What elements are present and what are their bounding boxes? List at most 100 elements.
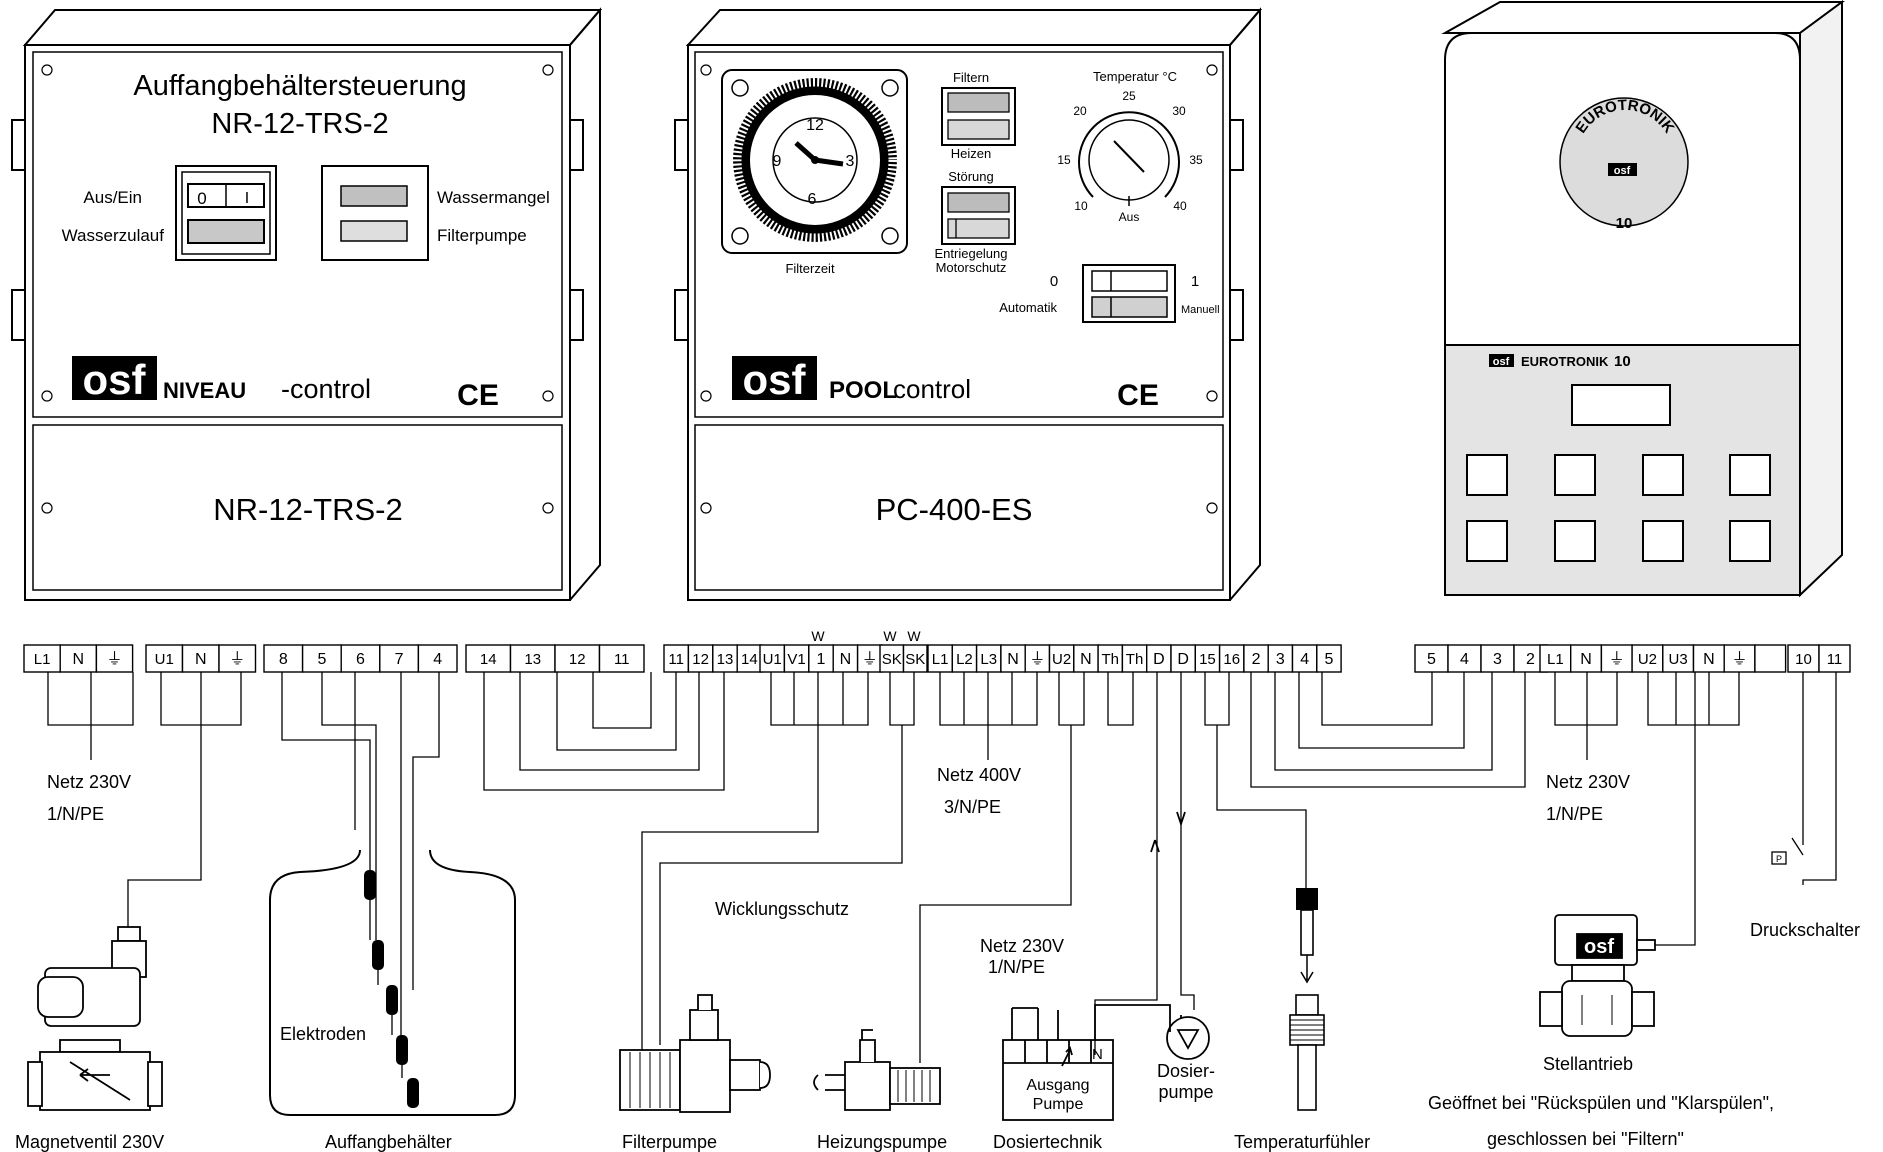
heizungspumpe xyxy=(813,1029,941,1111)
temp-tick-10: 10 xyxy=(1074,199,1088,213)
terminal-label: U1 xyxy=(155,651,174,668)
caption-dosiertechnik: Dosiertechnik xyxy=(993,1132,1103,1152)
terminal-label: 6 xyxy=(356,651,365,668)
terminal-block xyxy=(759,644,786,673)
wasserzulauf-lamp xyxy=(187,219,265,244)
terminal-label: 2 xyxy=(1252,651,1261,668)
terminal-block xyxy=(1600,644,1633,673)
pool-word: POOL xyxy=(829,377,897,404)
temperatur-title: Temperatur °C xyxy=(1093,69,1177,84)
clock-3: 3 xyxy=(846,153,855,170)
terminal-label: 8 xyxy=(279,651,288,668)
terminal-label: 12 xyxy=(692,651,709,668)
temp-tick-35: 35 xyxy=(1189,153,1203,167)
stoerung-panel xyxy=(941,186,1016,245)
netz230-nr-2: 1/N/PE xyxy=(47,804,104,824)
key-5[interactable] xyxy=(1466,520,1508,562)
terminal-block xyxy=(1170,644,1196,673)
terminal-label: ⏚ xyxy=(1029,650,1045,668)
filtern-heizen-lamps xyxy=(941,87,1016,146)
caption-auffangbehaelter: Auffangbehälter xyxy=(325,1132,452,1152)
clock-12: 12 xyxy=(806,117,824,134)
entriegelung-label: Entriegelung xyxy=(935,246,1008,261)
key-7[interactable] xyxy=(1642,520,1684,562)
key-3[interactable] xyxy=(1642,454,1684,496)
key-4[interactable] xyxy=(1729,454,1771,496)
timer-clock[interactable] xyxy=(721,69,908,254)
terminal-label: U2 xyxy=(1052,651,1071,668)
reset-button[interactable] xyxy=(947,218,1010,239)
terminal-label: L1 xyxy=(34,651,51,668)
terminal-block xyxy=(1145,644,1172,673)
stellantrieb xyxy=(1539,914,1656,1037)
nr-ce-mark: CE xyxy=(457,379,499,412)
w-mark-1: W xyxy=(811,628,825,644)
nr-switch-panel xyxy=(175,165,277,261)
terminal-block xyxy=(1097,644,1124,673)
auffangbehaelter-tank xyxy=(269,849,516,1116)
netz230-dos-1: Netz 230V xyxy=(980,936,1064,956)
terminal-label: N xyxy=(1080,651,1092,668)
aus-ein-label: Aus/Ein xyxy=(83,188,142,207)
terminal-label: ⏚ xyxy=(229,650,245,668)
terminal-label: 3 xyxy=(1276,651,1285,668)
key-6[interactable] xyxy=(1554,520,1596,562)
dosierpumpe-symbol xyxy=(1150,811,1210,1060)
temp-off-label: Aus xyxy=(1119,210,1140,224)
terminal-label: D xyxy=(1177,651,1189,668)
terminal-label: Th xyxy=(1126,651,1144,668)
terminal-label: 5 xyxy=(1324,651,1333,668)
terminal-block xyxy=(1480,644,1515,673)
netz230-dos-2: 1/N/PE xyxy=(988,957,1045,977)
terminal-label: D xyxy=(1153,651,1165,668)
panel-osf-logo: osf xyxy=(1493,356,1510,368)
terminal-label: 4 xyxy=(1300,651,1309,668)
filterpumpe-indicator-label: Filterpumpe xyxy=(437,226,527,245)
terminal-label: 7 xyxy=(395,651,404,668)
terminal-label: 4 xyxy=(1460,651,1469,668)
terminal-label: L1 xyxy=(932,651,949,668)
key-2[interactable] xyxy=(1554,454,1596,496)
terminal-block xyxy=(1000,644,1026,673)
key-1[interactable] xyxy=(1466,454,1508,496)
temperature-dial[interactable] xyxy=(1078,111,1180,206)
terminal-label: 16 xyxy=(1223,651,1240,668)
mode-switch[interactable] xyxy=(1082,264,1176,323)
terminal-block xyxy=(1316,644,1342,673)
pc-screws xyxy=(700,64,1218,514)
temp-tick-30: 30 xyxy=(1172,104,1186,118)
manuell-label: Manuell xyxy=(1181,304,1220,316)
terminal-label: 13 xyxy=(717,651,734,668)
netz400-1: Netz 400V xyxy=(937,765,1021,785)
electrode-4 xyxy=(396,1035,408,1065)
filtern-label: Filtern xyxy=(953,70,989,85)
temperaturfuehler xyxy=(1289,888,1325,1111)
netz230-eu-2: 1/N/PE xyxy=(1546,804,1603,824)
terminal-block xyxy=(59,644,98,673)
nr-indicator-panel xyxy=(321,165,429,261)
terminal-label: N xyxy=(1703,651,1715,668)
terminal-label: 13 xyxy=(524,651,541,668)
nr-osf-logo: osf xyxy=(72,356,157,403)
dial-osf-logo: osf xyxy=(1614,165,1631,177)
ausgang-label-1: Ausgang xyxy=(1026,1077,1089,1094)
dosierpumpe-label-2: pumpe xyxy=(1158,1082,1213,1102)
dosierpumpe-label-1: Dosier- xyxy=(1157,1061,1215,1081)
terminal-label: 4 xyxy=(433,651,442,668)
motorschutz-label: Motorschutz xyxy=(936,260,1007,275)
terminal-label: V1 xyxy=(787,651,805,668)
pc-lower-label: PC-400-ES xyxy=(876,492,1033,527)
caption-heizungspumpe: Heizungspumpe xyxy=(817,1132,947,1152)
terminal-label: N xyxy=(1007,651,1019,668)
dial-model: 10 xyxy=(1616,215,1633,232)
netz230-eu-1: Netz 230V xyxy=(1546,772,1630,792)
druckschalter-symbol xyxy=(1771,851,1787,865)
terminal-label: ⏚ xyxy=(106,650,122,668)
key-8[interactable] xyxy=(1729,520,1771,562)
stellantrieb-label: Stellantrieb xyxy=(1543,1054,1633,1074)
nr-title-line1: Auffangbehältersteuerung xyxy=(133,70,466,102)
nr-12-trs-2-controller xyxy=(11,7,603,601)
mode-1-label: 1 xyxy=(1191,273,1199,290)
terminal-block xyxy=(975,644,1002,673)
